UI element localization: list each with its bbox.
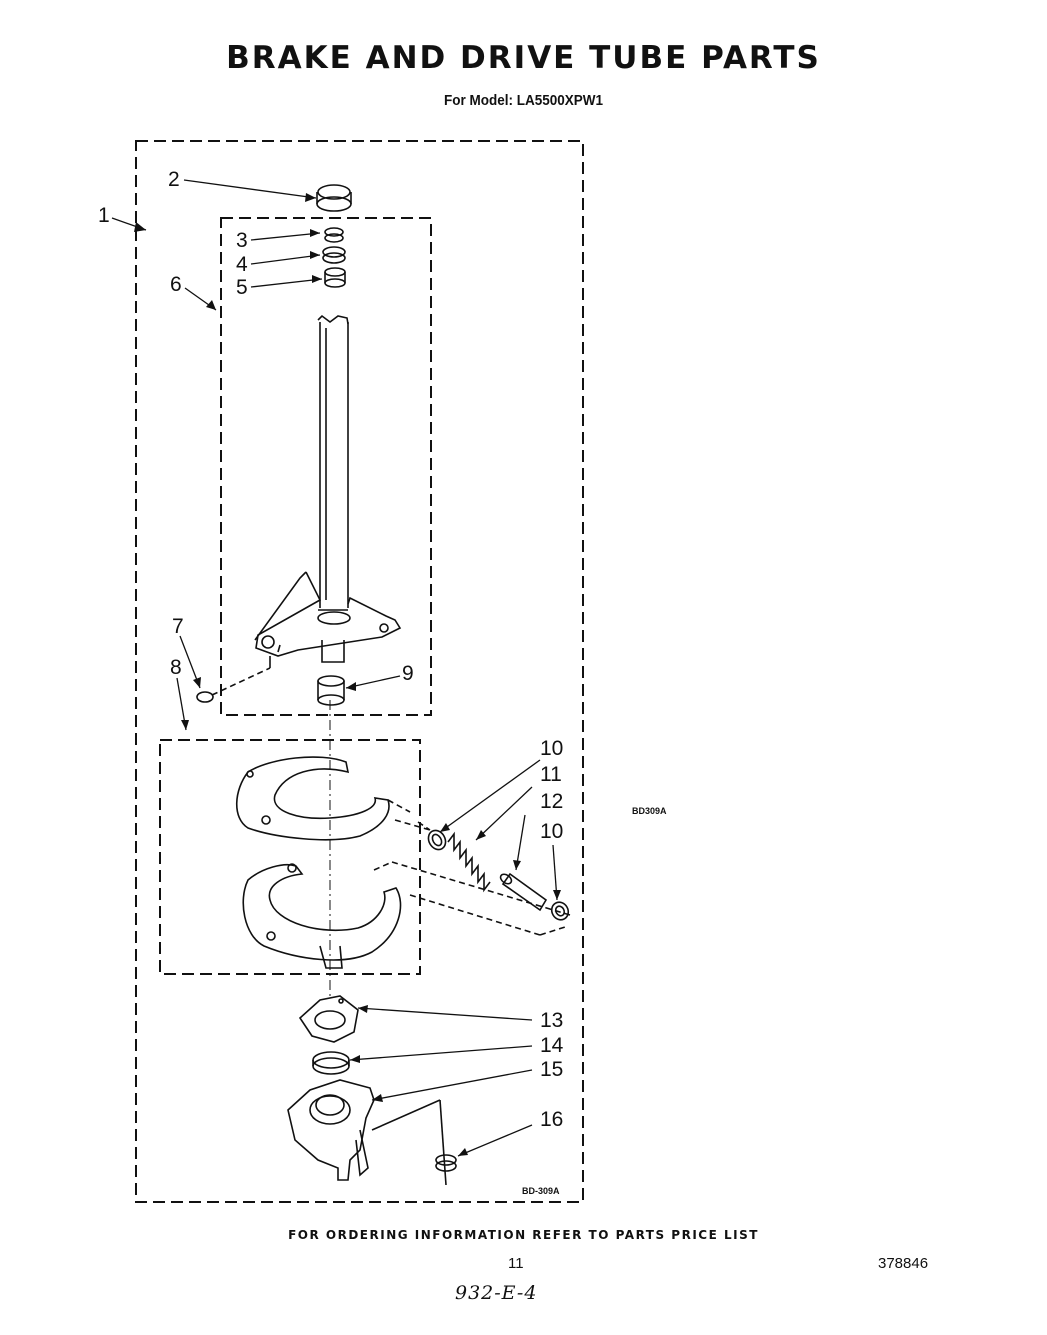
assembly-box-brake [159,739,421,975]
brake-shoe-upper [236,756,431,841]
part-3-washer [324,227,344,243]
callout-2: 2 [168,168,180,191]
page-number: 11 [508,1255,524,1272]
callout-7: 7 [172,615,184,638]
page-title: BRAKE AND DRIVE TUBE PARTS [226,40,821,76]
document-number: 378846 [878,1255,929,1272]
part-13-plate [298,995,359,1043]
part-16-nut [435,1154,457,1172]
part-2-cap [316,184,352,212]
brake-shoe-lower [242,861,571,969]
part-11-spring [447,831,491,893]
part-7-clip [196,656,271,703]
callout-4: 4 [236,253,248,276]
part-10-cap-left [427,829,447,851]
diagram-code-box: BD-309A [522,1186,560,1196]
callout-5: 5 [236,276,248,299]
part-9-bushing [317,675,345,706]
callout-15: 15 [540,1058,563,1081]
callout-13: 13 [540,1009,563,1032]
part-10-cap-right [550,901,570,921]
callout-12: 12 [540,790,563,813]
callout-14: 14 [540,1034,564,1057]
callout-6: 6 [170,273,182,296]
callout-3: 3 [236,229,248,252]
part-12-pin [499,872,548,912]
assembly-box-drive-tube [220,217,432,716]
callout-11: 11 [540,763,562,786]
model-subtitle: For Model: LA5500XPW1 [443,92,604,109]
callout-9: 9 [402,662,414,685]
part-14-ring [312,1051,350,1075]
part-4-ring [322,246,346,264]
handwritten-note: 932-E-4 [455,1282,538,1304]
diagram-code-side: BD309A [632,806,667,816]
callout-16: 16 [540,1108,563,1131]
part-15-housing [287,1079,447,1186]
callout-1: 1 [98,204,110,227]
callout-10-lower: 10 [540,820,563,843]
ordering-note: FOR ORDERING INFORMATION REFER TO PARTS … [288,1228,759,1242]
callout-10-upper: 10 [540,737,563,760]
drive-tube [254,314,402,663]
part-5-bushing [324,267,346,288]
assembly-box-outer [135,140,584,1203]
callout-8: 8 [170,656,182,679]
